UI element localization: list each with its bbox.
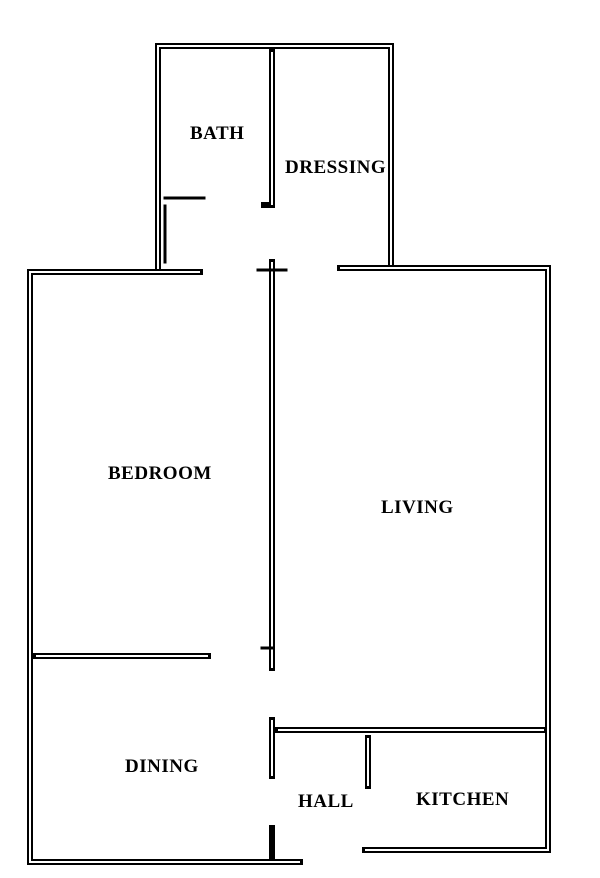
bedroom-label: BEDROOM [108, 463, 212, 484]
dining-label: DINING [125, 756, 199, 777]
living-label: LIVING [381, 497, 454, 518]
dressing-label: DRESSING [285, 157, 386, 178]
bath-label: BATH [190, 123, 244, 144]
hall-label: HALL [298, 791, 354, 812]
kitchen-label: KITCHEN [416, 789, 509, 810]
interior-walls [33, 49, 547, 859]
exterior-walls [27, 43, 551, 865]
